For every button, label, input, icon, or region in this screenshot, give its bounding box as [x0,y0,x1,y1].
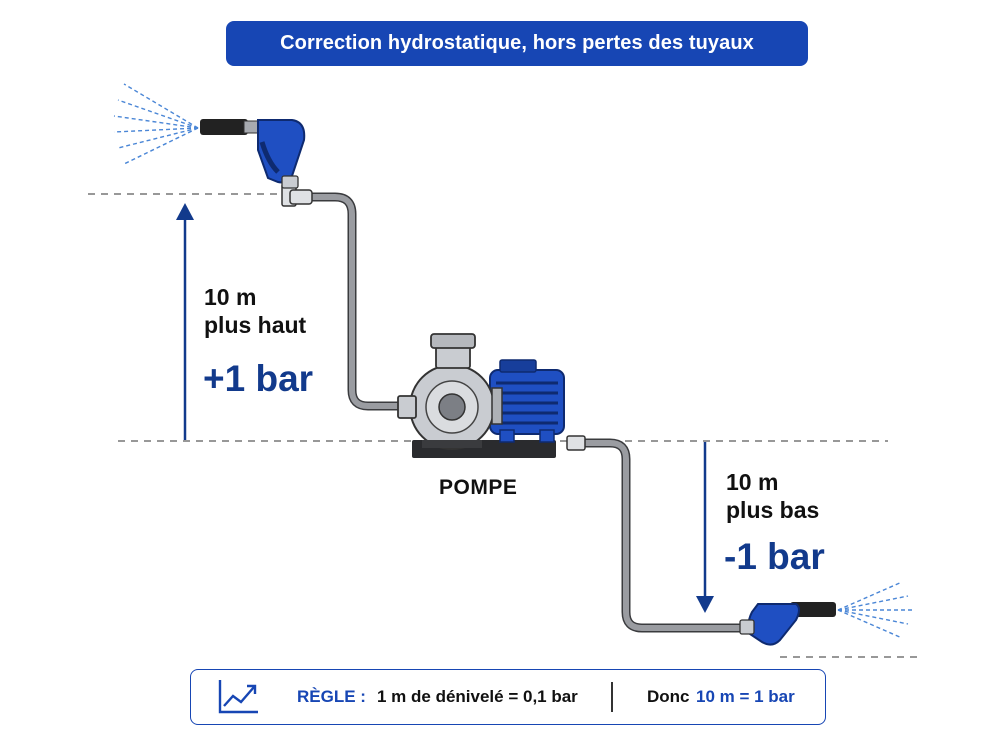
upper-hose [301,192,407,411]
pump-outlet-fitting [566,435,586,451]
lower-pressure-value: -1 bar [724,536,825,577]
rule-statement: 1 m de dénivelé = 0,1 bar [377,687,578,706]
upper-height-value: 10 m [204,284,257,310]
lower-height-text: plus bas [726,497,820,523]
upper-height-text: plus haut [204,312,307,338]
lower-height-value: 10 m [726,469,779,495]
pump-label: POMPE [439,476,518,499]
chart-trend-icon [218,680,258,714]
diagram-title: Correction hydrostatique, hors pertes de… [280,32,754,54]
lower-hose [579,438,747,633]
rule-label: RÈGLE : [297,687,366,706]
upper-height-label: 10 m plus haut [204,283,306,339]
upper-pressure-value: +1 bar [203,358,314,399]
title-banner: Correction hydrostatique, hors pertes de… [226,21,808,66]
down-arrow [696,442,714,613]
rule-conclusion-prefix: Donc [647,687,690,706]
lower-height-label: 10 m plus bas [726,468,819,524]
spray-gun-icon [739,581,912,646]
rule-conclusion-value: 10 m = 1 bar [696,687,795,706]
rule-box: RÈGLE : 1 m de dénivelé = 0,1 bar Donc 1… [190,669,826,725]
pump-icon [397,333,565,458]
rule-separator [611,682,613,712]
spray-gun-icon [113,83,306,189]
up-arrow [176,203,194,440]
